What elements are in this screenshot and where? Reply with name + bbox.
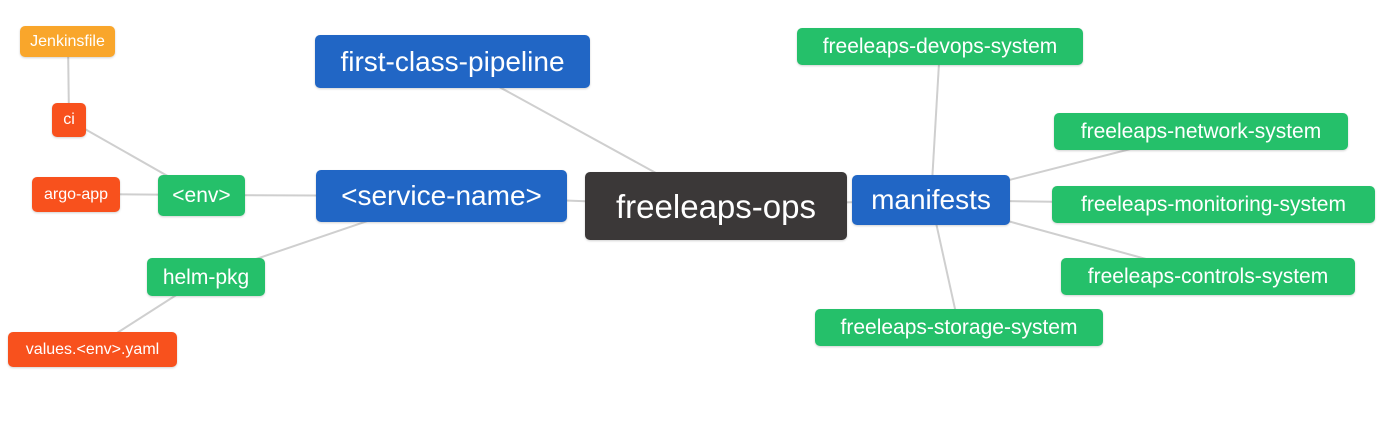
node-ci[interactable]: ci — [52, 103, 86, 137]
node-freeleaps-monitoring-system[interactable]: freeleaps-monitoring-system — [1052, 186, 1375, 223]
edge-manifests-devops-system — [930, 45, 941, 201]
node-freeleaps-controls-system[interactable]: freeleaps-controls-system — [1061, 258, 1355, 295]
node-service-name[interactable]: <service-name> — [316, 170, 567, 222]
node-freeleaps-ops[interactable]: freeleaps-ops — [585, 172, 847, 240]
node-freeleaps-devops-system[interactable]: freeleaps-devops-system — [797, 28, 1083, 65]
node-values-env-yaml[interactable]: values.<env>.yaml — [8, 332, 177, 367]
node-argo-app[interactable]: argo-app — [32, 177, 120, 212]
node-env[interactable]: <env> — [158, 175, 245, 216]
node-manifests[interactable]: manifests — [852, 175, 1010, 225]
node-freeleaps-network-system[interactable]: freeleaps-network-system — [1054, 113, 1348, 150]
node-first-class-pipeline[interactable]: first-class-pipeline — [315, 35, 590, 88]
node-helm-pkg[interactable]: helm-pkg — [147, 258, 265, 296]
node-freeleaps-storage-system[interactable]: freeleaps-storage-system — [815, 309, 1103, 346]
node-jenkinsfile[interactable]: Jenkinsfile — [20, 26, 115, 57]
